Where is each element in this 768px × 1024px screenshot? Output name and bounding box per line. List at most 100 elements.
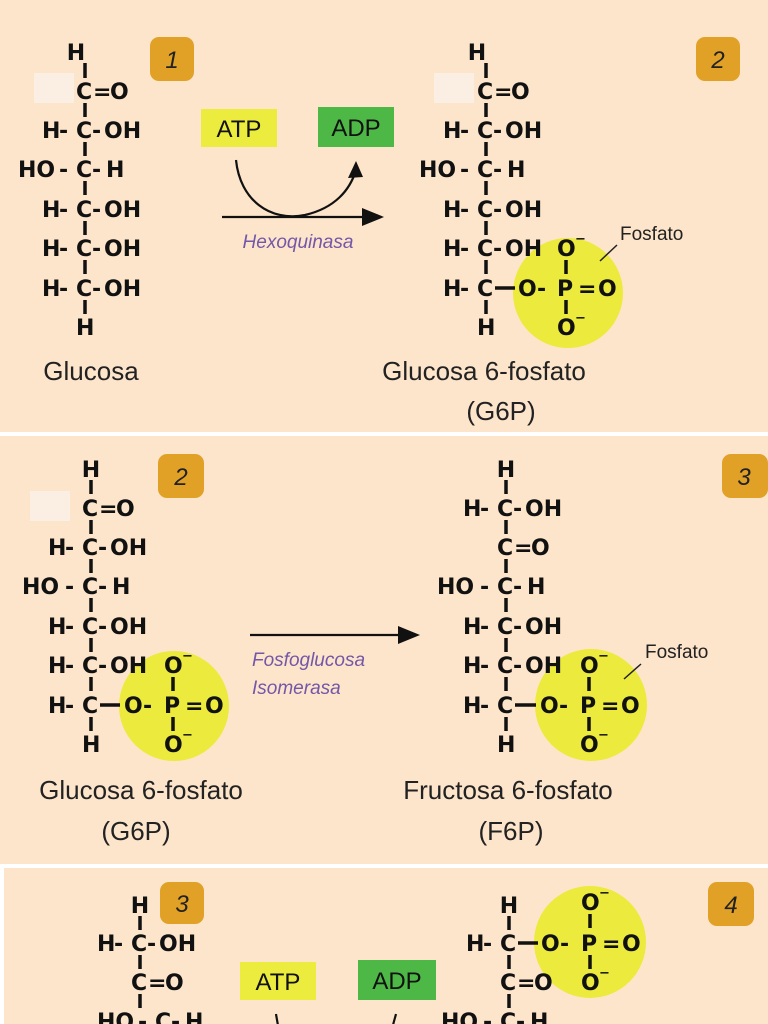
svg-text:-: -: [493, 158, 502, 183]
svg-text:HO: HO: [18, 158, 55, 183]
svg-text:H: H: [185, 1010, 203, 1024]
enzyme-hexoquinasa: Hexoquinasa: [243, 232, 354, 253]
atp-curve-3: [274, 1013, 279, 1024]
svg-text:-: -: [516, 1010, 525, 1024]
svg-text:C: C: [477, 119, 493, 144]
svg-text:-: -: [65, 575, 74, 600]
svg-text:H: H: [131, 894, 149, 919]
svg-text:-: -: [560, 932, 569, 957]
svg-text:-: -: [493, 237, 502, 262]
svg-text:-: -: [171, 1010, 180, 1024]
svg-text:H: H: [42, 119, 60, 144]
svg-text:H: H: [48, 694, 66, 719]
svg-text:H: H: [468, 41, 486, 66]
svg-text:-: -: [92, 237, 101, 262]
svg-text:-: -: [65, 536, 74, 561]
svg-text:-: -: [98, 536, 107, 561]
adp-curve-3: [392, 1013, 398, 1024]
svg-text:C: C: [82, 575, 98, 600]
glucose-structure: H C=O H-C-OH HO-C-H H-C-OH H-C-OH H-C-OH…: [18, 41, 141, 341]
svg-text:C: C: [477, 198, 493, 223]
svg-text:O: O: [580, 733, 599, 758]
svg-text:O: O: [540, 694, 559, 719]
svg-text:O: O: [534, 971, 553, 996]
svg-text:O: O: [511, 80, 530, 105]
svg-text:C: C: [82, 497, 98, 522]
svg-text:H: H: [97, 932, 115, 957]
svg-text:4: 4: [724, 892, 737, 919]
svg-text:O: O: [581, 971, 600, 996]
svg-text:-: -: [59, 277, 68, 302]
svg-text:-: -: [143, 694, 152, 719]
svg-text:-: -: [98, 575, 107, 600]
svg-text:-: -: [493, 119, 502, 144]
svg-text:H: H: [76, 316, 94, 341]
svg-text:C: C: [76, 198, 92, 223]
svg-text:OH: OH: [110, 615, 147, 640]
svg-text:C: C: [76, 237, 92, 262]
g6p-label: Glucosa 6-fosfato: [382, 356, 586, 386]
enzyme-line-2: Isomerasa: [252, 678, 341, 699]
curve-arrowhead: [348, 161, 363, 178]
svg-text:-: -: [65, 654, 74, 679]
svg-text:H: H: [463, 694, 481, 719]
svg-text:O: O: [165, 971, 184, 996]
svg-text:C: C: [82, 615, 98, 640]
svg-text:-: -: [460, 237, 469, 262]
svg-text:H: H: [463, 497, 481, 522]
svg-text:C: C: [477, 237, 493, 262]
svg-text:OH: OH: [525, 615, 562, 640]
svg-text:−: −: [599, 886, 610, 901]
svg-text:C: C: [477, 80, 493, 105]
svg-text:H: H: [497, 458, 515, 483]
svg-text:O: O: [205, 694, 224, 719]
svg-text:-: -: [92, 158, 101, 183]
svg-text:O: O: [531, 536, 550, 561]
atp-to-adp-curve: [234, 159, 358, 218]
svg-text:H: H: [112, 575, 130, 600]
step-2-diagram: H C=O H-C-OH HO-C-H H-C-OH H-C-OH O− H-C…: [22, 454, 768, 846]
svg-text:C: C: [76, 158, 92, 183]
svg-text:P: P: [164, 694, 180, 719]
svg-text:H: H: [477, 316, 495, 341]
f6p-structure: H H-C-OH C=O HO-C-H H-C-OH H-C-OH O− H-C…: [437, 458, 647, 761]
svg-text:H: H: [507, 158, 525, 183]
svg-text:-: -: [537, 277, 546, 302]
g6p-structure-left: H C=O H-C-OH HO-C-H H-C-OH H-C-OH O− H-C…: [22, 458, 229, 761]
svg-text:1: 1: [165, 47, 178, 74]
svg-text:C: C: [76, 80, 92, 105]
f6p-structure-left: H H-C-OH C=O HO-C-H: [97, 894, 203, 1024]
svg-text:H: H: [67, 41, 85, 66]
svg-text:−: −: [598, 649, 609, 664]
svg-text:C: C: [500, 1010, 516, 1024]
svg-text:O: O: [621, 694, 640, 719]
svg-text:-: -: [559, 694, 568, 719]
svg-text:H: H: [82, 458, 100, 483]
svg-text:O: O: [518, 277, 537, 302]
badge-3-left: 3: [160, 882, 204, 924]
svg-text:C: C: [497, 575, 513, 600]
badge-3: 3: [722, 454, 768, 498]
svg-text:H: H: [443, 237, 461, 262]
svg-text:O: O: [116, 497, 135, 522]
phosphate-label: Fosfato: [620, 224, 683, 245]
svg-text:H: H: [463, 615, 481, 640]
svg-text:−: −: [182, 649, 193, 664]
svg-text:OH: OH: [525, 497, 562, 522]
svg-text:HO: HO: [419, 158, 456, 183]
svg-text:OH: OH: [505, 237, 542, 262]
svg-text:−: −: [575, 232, 586, 247]
badge-4: 4: [708, 882, 754, 926]
svg-text:-: -: [65, 694, 74, 719]
enzyme-line-1: Fosfoglucosa: [252, 650, 365, 671]
svg-text:-: -: [59, 198, 68, 223]
svg-text:H: H: [500, 894, 518, 919]
svg-text:-: -: [59, 237, 68, 262]
svg-text:-: -: [92, 198, 101, 223]
svg-text:-: -: [59, 119, 68, 144]
svg-text:-: -: [92, 277, 101, 302]
svg-text:O: O: [580, 654, 599, 679]
svg-text:−: −: [599, 966, 610, 981]
svg-text:-: -: [483, 1010, 492, 1024]
panel-step-2: H C=O H-C-OH HO-C-H H-C-OH H-C-OH O− H-C…: [0, 436, 768, 864]
